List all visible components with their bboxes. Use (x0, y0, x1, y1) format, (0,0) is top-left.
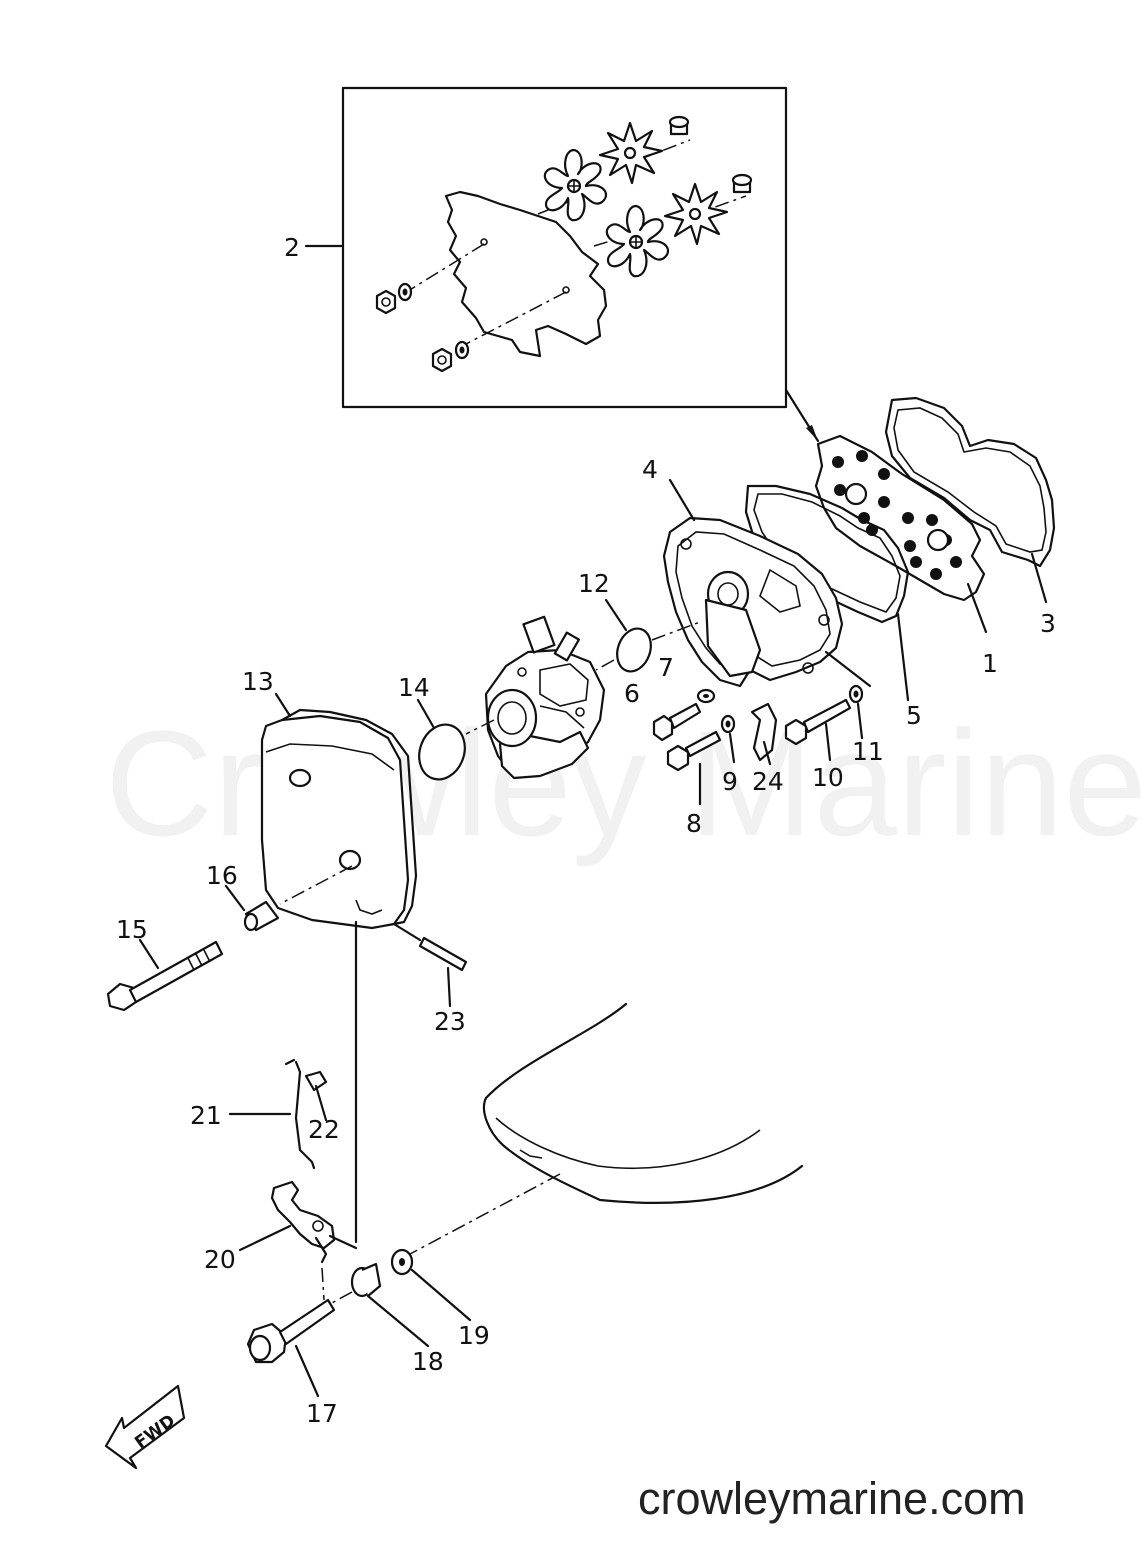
inset-box-part-2 (341, 86, 820, 443)
washer-7 (696, 688, 716, 704)
bolt-10 (784, 698, 852, 746)
washer-11 (848, 684, 864, 704)
choke-knob (246, 1298, 336, 1364)
label-part-8: 8 (686, 809, 702, 838)
gasket-rear (884, 396, 1056, 568)
o-ring-lower (418, 723, 466, 781)
label-part-1: 1 (982, 649, 998, 678)
label-part-14: 14 (398, 673, 430, 702)
nut-upper (375, 289, 397, 315)
label-part-10: 10 (812, 763, 844, 792)
label-part-2: 2 (284, 233, 300, 262)
leader-lines (138, 244, 1048, 1398)
bolt-8 (666, 730, 722, 772)
label-part-22: 22 (308, 1115, 340, 1144)
long-bolt (106, 940, 224, 1012)
plain-washer (390, 1248, 414, 1276)
label-part-12: 12 (578, 569, 610, 598)
screw-upper (668, 115, 690, 136)
watermark: Crowley Marine (105, 699, 1142, 867)
label-part-5: 5 (906, 701, 922, 730)
choke-lever (270, 1180, 336, 1264)
label-part-16: 16 (206, 861, 238, 890)
website-url: crowleymarine.com (638, 1473, 1026, 1524)
grommet (350, 1262, 382, 1298)
label-part-17: 17 (306, 1399, 338, 1428)
label-part-19: 19 (458, 1321, 490, 1350)
forward-direction-arrow: FWD (104, 1384, 186, 1470)
label-part-3: 3 (1040, 609, 1056, 638)
label-part-11: 11 (852, 737, 884, 766)
rod-clip (304, 1070, 328, 1092)
label-part-20: 20 (204, 1245, 236, 1274)
label-part-13: 13 (242, 667, 274, 696)
label-part-23: 23 (434, 1007, 466, 1036)
nut-lower (431, 347, 453, 373)
collar (243, 900, 280, 932)
label-part-6: 6 (624, 679, 640, 708)
clamp-24 (750, 702, 778, 762)
carburetor (484, 615, 606, 780)
top-cowling (482, 1002, 804, 1204)
label-part-24: 24 (752, 767, 784, 796)
label-part-7: 7 (658, 653, 674, 682)
reed-petal-upper (543, 148, 608, 222)
label-part-9: 9 (722, 767, 738, 796)
screw-lower (731, 173, 753, 194)
reed-stopper-lower (663, 182, 729, 246)
o-ring-upper (616, 627, 652, 673)
label-part-15: 15 (116, 915, 148, 944)
link-rod (294, 1060, 316, 1170)
label-part-21: 21 (190, 1101, 222, 1130)
lock-washer-upper (397, 282, 413, 302)
lock-washer-lower (454, 340, 470, 360)
valve-cover-plate (444, 190, 608, 358)
washer-9 (720, 714, 736, 734)
label-part-4: 4 (642, 455, 658, 484)
reed-petal-lower (605, 204, 670, 278)
intake-silencer (260, 708, 418, 930)
bolt-6 (652, 702, 702, 742)
label-part-18: 18 (412, 1347, 444, 1376)
reed-stopper-upper (598, 121, 664, 185)
pin (418, 936, 468, 972)
intake-manifold (662, 516, 844, 688)
